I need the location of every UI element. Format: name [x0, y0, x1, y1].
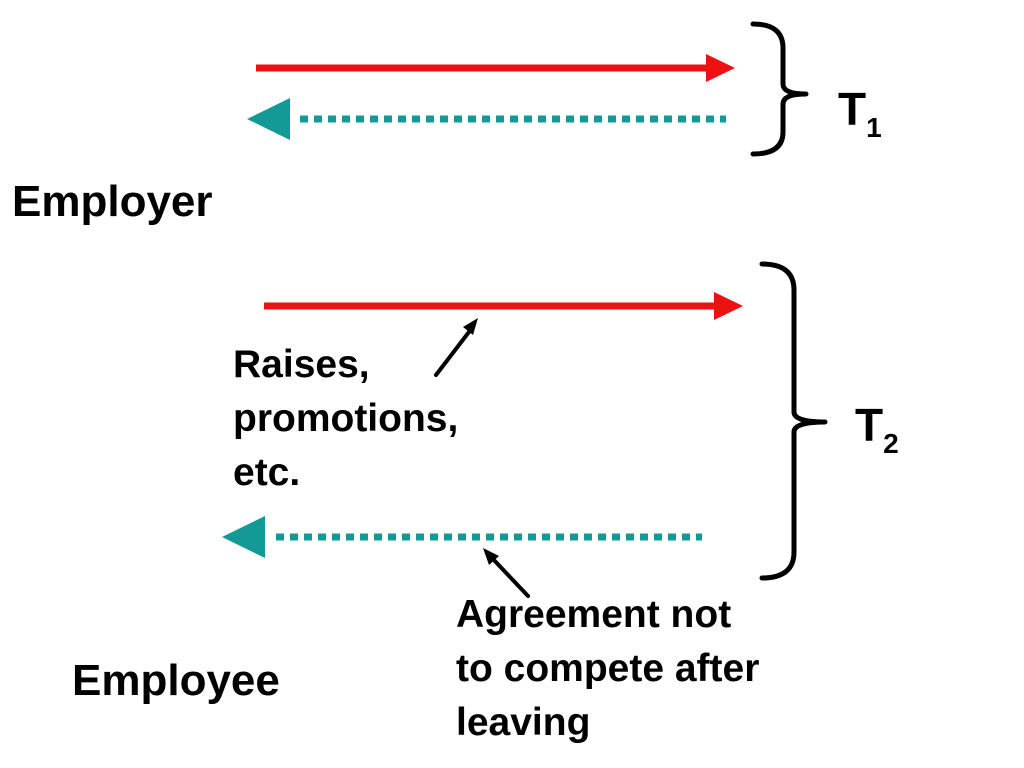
t2-subscript: 2: [883, 428, 899, 459]
raises-pointer: [434, 318, 478, 377]
t1-brace: [750, 21, 809, 157]
raises-line-1: Raises,: [233, 343, 370, 386]
t2-brace: [759, 261, 828, 581]
employee-label: Employee: [72, 656, 280, 705]
agreement-annotation: Agreement not to compete after leaving: [456, 588, 759, 750]
t2-label: T2: [855, 399, 899, 458]
raises-annotation: Raises, promotions, etc.: [233, 338, 458, 500]
t1-letter: T: [838, 83, 867, 135]
t2-employee-arrow-head: [222, 516, 265, 558]
agreement-line-3: leaving: [456, 701, 591, 744]
t1-subscript: 1: [866, 112, 882, 143]
t2-exchange: [222, 292, 743, 558]
employer-label: Employer: [12, 177, 213, 226]
raises-line-2: promotions,: [233, 397, 459, 440]
agreement-line-2: to compete after: [456, 647, 760, 690]
t1-employer-arrow-head: [706, 54, 735, 82]
t1-label: T1: [838, 83, 882, 142]
raises-line-3: etc.: [233, 451, 301, 494]
t1-exchange: [247, 54, 735, 140]
agreement-line-1: Agreement not: [456, 593, 732, 636]
agreement-pointer: [483, 548, 530, 598]
t1-employee-arrow-head: [247, 98, 290, 140]
t2-employer-arrow-head: [714, 292, 743, 320]
t2-letter: T: [855, 399, 884, 451]
